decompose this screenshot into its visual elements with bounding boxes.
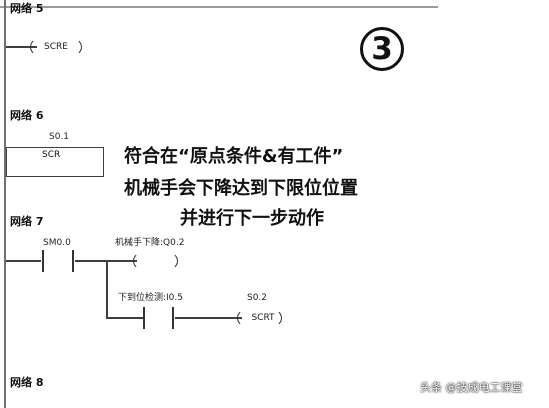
branch-vertical-wire xyxy=(106,261,108,318)
descend-coil-left-arc xyxy=(133,252,153,270)
network-8-title: 网络 8 xyxy=(10,376,44,389)
descend-coil-right-arc xyxy=(158,252,178,270)
lower-position-contact-right-bar xyxy=(172,307,174,329)
descend-coil-label: 机械手下降:Q0.2 xyxy=(115,238,185,248)
scrt-coil-right-arc xyxy=(262,309,282,327)
network-6-title: 网络 6 xyxy=(10,109,44,122)
source-watermark: 头条 @技成电工课堂 xyxy=(420,381,523,394)
scr-instruction-box xyxy=(6,147,104,177)
sm0-0-contact-left-bar xyxy=(42,250,44,272)
scrt-coil-left-arc xyxy=(237,309,257,327)
s0-2-address: S0.2 xyxy=(247,293,268,303)
sm0-0-contact-label: SM0.0 xyxy=(43,238,71,248)
network-7-main-wire-left xyxy=(6,260,41,262)
circled-number-three-text: 3 xyxy=(371,31,393,67)
left-power-rail xyxy=(4,0,6,408)
circled-number-three-icon: 3 xyxy=(360,27,404,71)
network-5-wire xyxy=(6,46,37,48)
top-separator-line xyxy=(0,6,438,8)
network-5-title: 网络 5 xyxy=(10,2,44,15)
lower-position-contact-label: 下到位检测:I0.5 xyxy=(118,293,183,303)
sm0-0-contact-right-bar xyxy=(72,250,74,272)
s0-1-address: S0.1 xyxy=(49,132,70,142)
branch-wire-to-scrt xyxy=(175,317,242,319)
scr-box-label: SCR xyxy=(42,150,61,160)
network-7-title: 网络 7 xyxy=(10,215,44,228)
scre-coil-label: SCRE xyxy=(44,42,68,52)
network-7-main-wire-to-coil xyxy=(106,260,137,262)
branch-wire-left xyxy=(106,317,143,319)
network-7-main-wire-middle xyxy=(75,260,106,262)
annotation-line-1: 符合在“原点条件&有工件” xyxy=(124,146,344,167)
lower-position-contact-left-bar xyxy=(143,307,145,329)
annotation-line-2: 机械手会下降达到下限位位置 xyxy=(124,178,358,199)
scre-coil-right-arc xyxy=(62,38,82,56)
scre-coil-left-arc xyxy=(30,38,50,56)
annotation-line-3: 并进行下一步动作 xyxy=(180,208,324,229)
